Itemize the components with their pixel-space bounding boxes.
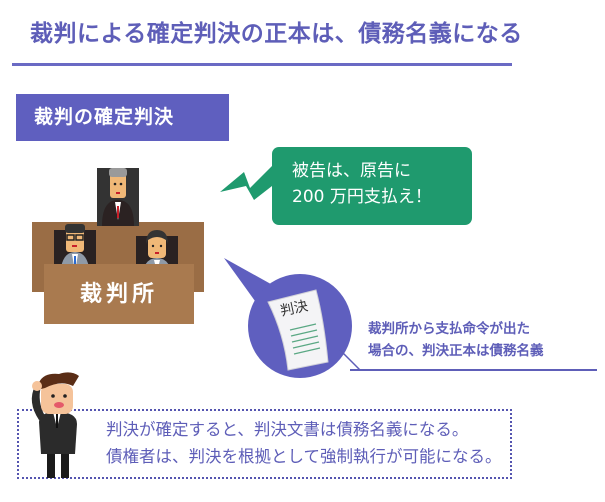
judgment-document-bubble <box>224 258 361 378</box>
judgment-line-2: 200 万円支払え！ <box>292 187 432 207</box>
section-label: 裁判の確定判決 <box>16 94 229 141</box>
judgment-line-1: 被告は、原告に <box>292 161 411 181</box>
businessman-thinking-icon <box>31 372 79 478</box>
summary-line-2: 債権者は、判決を根拠として強制執行が可能になる。 <box>106 447 502 466</box>
note-line-1: 裁判所から支払命令が出た <box>368 321 530 337</box>
document-icon <box>267 289 329 371</box>
note-underline <box>350 369 597 371</box>
court-label: 裁判所 <box>79 282 158 307</box>
note-text: 裁判所から支払命令が出た 場合の、判決正本は債務名義 <box>368 318 544 362</box>
note-line-2: 場合の、判決正本は債務名義 <box>368 343 544 359</box>
speech-tail-zigzag-icon <box>220 166 272 200</box>
court-illustration: 裁判所 <box>30 160 210 330</box>
title-underline <box>12 63 512 66</box>
summary-text: 判決が確定すると、判決文書は債務名義になる。 債権者は、判決を根拠として強制執行… <box>106 416 502 470</box>
summary-line-1: 判決が確定すると、判決文書は債務名義になる。 <box>106 420 469 439</box>
judgment-speech-bubble: 被告は、原告に 200 万円支払え！ <box>272 147 472 225</box>
summary-box <box>17 409 512 479</box>
page-title: 裁判による確定判決の正本は、債務名義になる <box>30 21 523 47</box>
